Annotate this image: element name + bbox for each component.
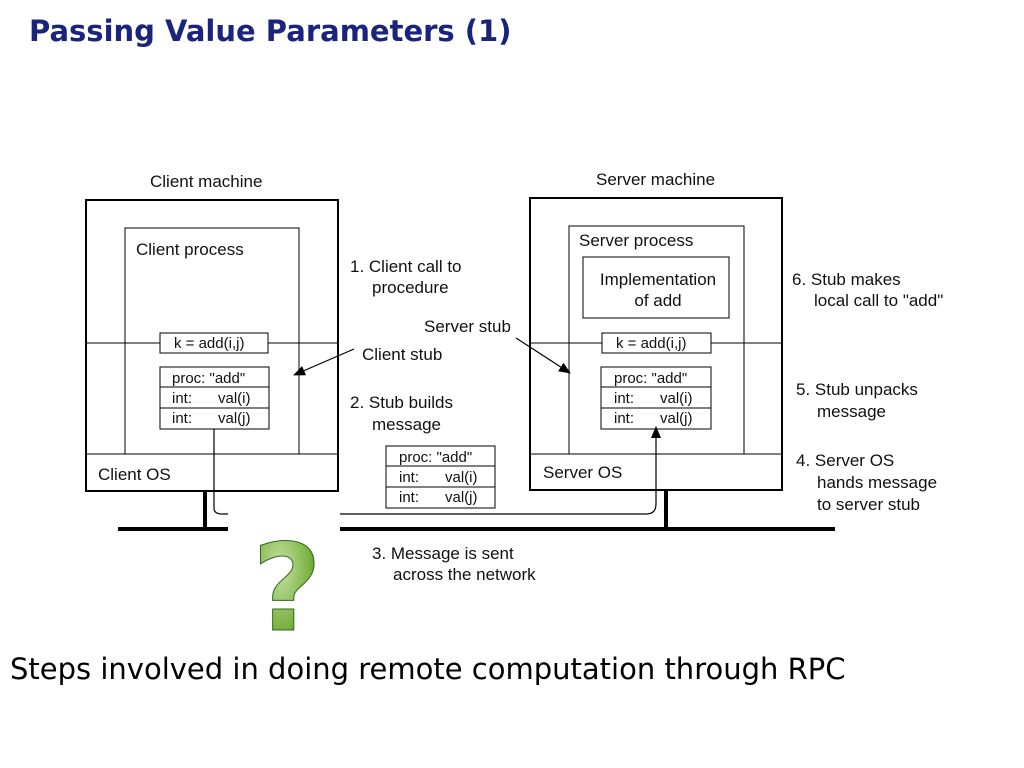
server-os-label: Server OS xyxy=(543,463,622,482)
step2-line2: message xyxy=(372,415,441,434)
step3-line1: 3. Message is sent xyxy=(372,544,514,563)
message-path xyxy=(213,426,661,515)
server-process-label: Server process xyxy=(579,231,693,250)
step4-line2: hands message xyxy=(817,473,937,492)
implementation-line-2: of add xyxy=(634,291,681,310)
step1-line2: procedure xyxy=(372,278,449,297)
server-msg-val-1: val(i) xyxy=(660,390,693,407)
transit-msg-type-2: int: xyxy=(399,489,419,506)
transit-msg-type-1: int: xyxy=(399,469,419,486)
client-stub-label: Client stub xyxy=(362,345,442,364)
transit-message-table: proc: "add" int: val(i) int: val(j) xyxy=(385,445,496,509)
step6-line1: 6. Stub makes xyxy=(792,270,901,289)
server-msg-type-2: int: xyxy=(614,410,634,427)
client-msg-type-1: int: xyxy=(172,390,192,407)
slide-title: Passing Value Parameters (1) xyxy=(29,14,512,48)
client-process-label: Client process xyxy=(136,240,244,259)
client-stub-arrow xyxy=(293,348,355,376)
question-mark-icon: ? xyxy=(228,512,340,660)
server-stub-arrow xyxy=(515,337,571,374)
server-call-box xyxy=(601,332,712,354)
transit-msg-val-2: val(j) xyxy=(445,489,478,506)
client-msg-val-1: val(i) xyxy=(218,390,251,407)
server-stub-label: Server stub xyxy=(424,317,511,336)
svg-text:?: ? xyxy=(252,520,322,659)
implementation-box xyxy=(582,256,730,319)
step6-line2: local call to "add" xyxy=(814,291,943,310)
transit-msg-proc: proc: "add" xyxy=(399,449,472,466)
server-msg-proc: proc: "add" xyxy=(614,370,687,387)
client-msg-val-2: val(j) xyxy=(218,410,251,427)
step5-line2: message xyxy=(817,402,886,421)
implementation-line-1: Implementation xyxy=(600,270,716,289)
server-msg-type-1: int: xyxy=(614,390,634,407)
step2-line1: 2. Stub builds xyxy=(350,393,453,412)
client-os-label: Client OS xyxy=(98,465,171,484)
step4-line3: to server stub xyxy=(817,495,920,514)
client-msg-proc: proc: "add" xyxy=(172,370,245,387)
step5-line1: 5. Stub unpacks xyxy=(796,380,918,399)
server-machine-label: Server machine xyxy=(596,170,715,189)
client-call-box xyxy=(159,332,269,354)
server-msg-val-2: val(j) xyxy=(660,410,693,427)
client-machine-label: Client machine xyxy=(150,172,262,191)
server-call-text: k = add(i,j) xyxy=(616,335,686,352)
server-message-table: proc: "add" int: val(i) int: val(j) xyxy=(600,366,712,430)
slide-caption: Steps involved in doing remote computati… xyxy=(10,652,846,686)
client-message-table: proc: "add" int: val(i) int: val(j) xyxy=(159,366,270,430)
client-call-text: k = add(i,j) xyxy=(174,335,244,352)
step4-line1: 4. Server OS xyxy=(796,451,894,470)
transit-msg-val-1: val(i) xyxy=(445,469,478,486)
step3-line2: across the network xyxy=(393,565,536,584)
client-msg-type-2: int: xyxy=(172,410,192,427)
step1-line1: 1. Client call to xyxy=(350,257,462,276)
